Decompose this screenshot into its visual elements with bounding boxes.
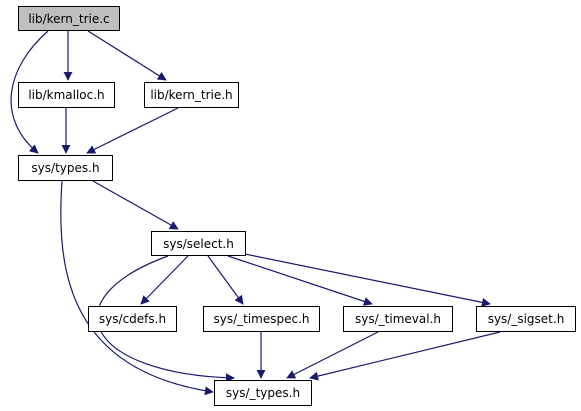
node-label: sys/types.h <box>31 161 100 175</box>
node-sys-timeval-h[interactable]: sys/_timeval.h <box>343 306 453 332</box>
node-sys-sigset-h[interactable]: sys/_sigset.h <box>476 306 576 332</box>
node-lib-kern-trie-h[interactable]: lib/kern_trie.h <box>144 82 239 108</box>
node-sys-timespec-h[interactable]: sys/_timespec.h <box>203 306 320 332</box>
node-sys-underscore-types-h[interactable]: sys/_types.h <box>214 380 312 406</box>
edge-select-h-to-timeval-h <box>227 255 373 306</box>
node-label: sys/_timespec.h <box>213 312 310 326</box>
node-label: sys/_types.h <box>225 386 301 400</box>
node-label: lib/kmalloc.h <box>28 88 105 102</box>
edge-select-h-to-cdefs-h <box>140 255 189 305</box>
node-lib-kern-trie-c[interactable]: lib/kern_trie.c <box>18 6 120 31</box>
edge-select-h-to-timespec-h <box>207 255 244 305</box>
edge-types-h-to--types-h <box>60 180 214 396</box>
edge-kern-trie-h-to-types-h <box>86 107 179 154</box>
node-sys-cdefs-h[interactable]: sys/cdefs.h <box>88 306 177 332</box>
node-lib-kmalloc-h[interactable]: lib/kmalloc.h <box>18 82 115 108</box>
edge-select-h-to-sigset-h <box>244 253 491 307</box>
node-sys-select-h[interactable]: sys/select.h <box>151 231 246 256</box>
edge-types-h-to-select-h <box>92 180 179 230</box>
node-label: sys/_timeval.h <box>355 312 441 326</box>
node-label: sys/cdefs.h <box>98 312 167 326</box>
edge-timeval-h-to--types-h <box>286 331 379 379</box>
edge-kern-trie-c-to-kern-trie-h <box>87 30 167 81</box>
node-label: lib/kern_trie.c <box>28 11 110 26</box>
node-label: sys/select.h <box>163 236 234 251</box>
edge-sigset-h-to--types-h <box>309 331 501 381</box>
node-label: sys/_sigset.h <box>487 312 565 326</box>
edge-kern-trie-c-to-types-h <box>10 30 49 154</box>
node-label: lib/kern_trie.h <box>150 88 233 102</box>
node-sys-types-h[interactable]: sys/types.h <box>18 155 113 181</box>
